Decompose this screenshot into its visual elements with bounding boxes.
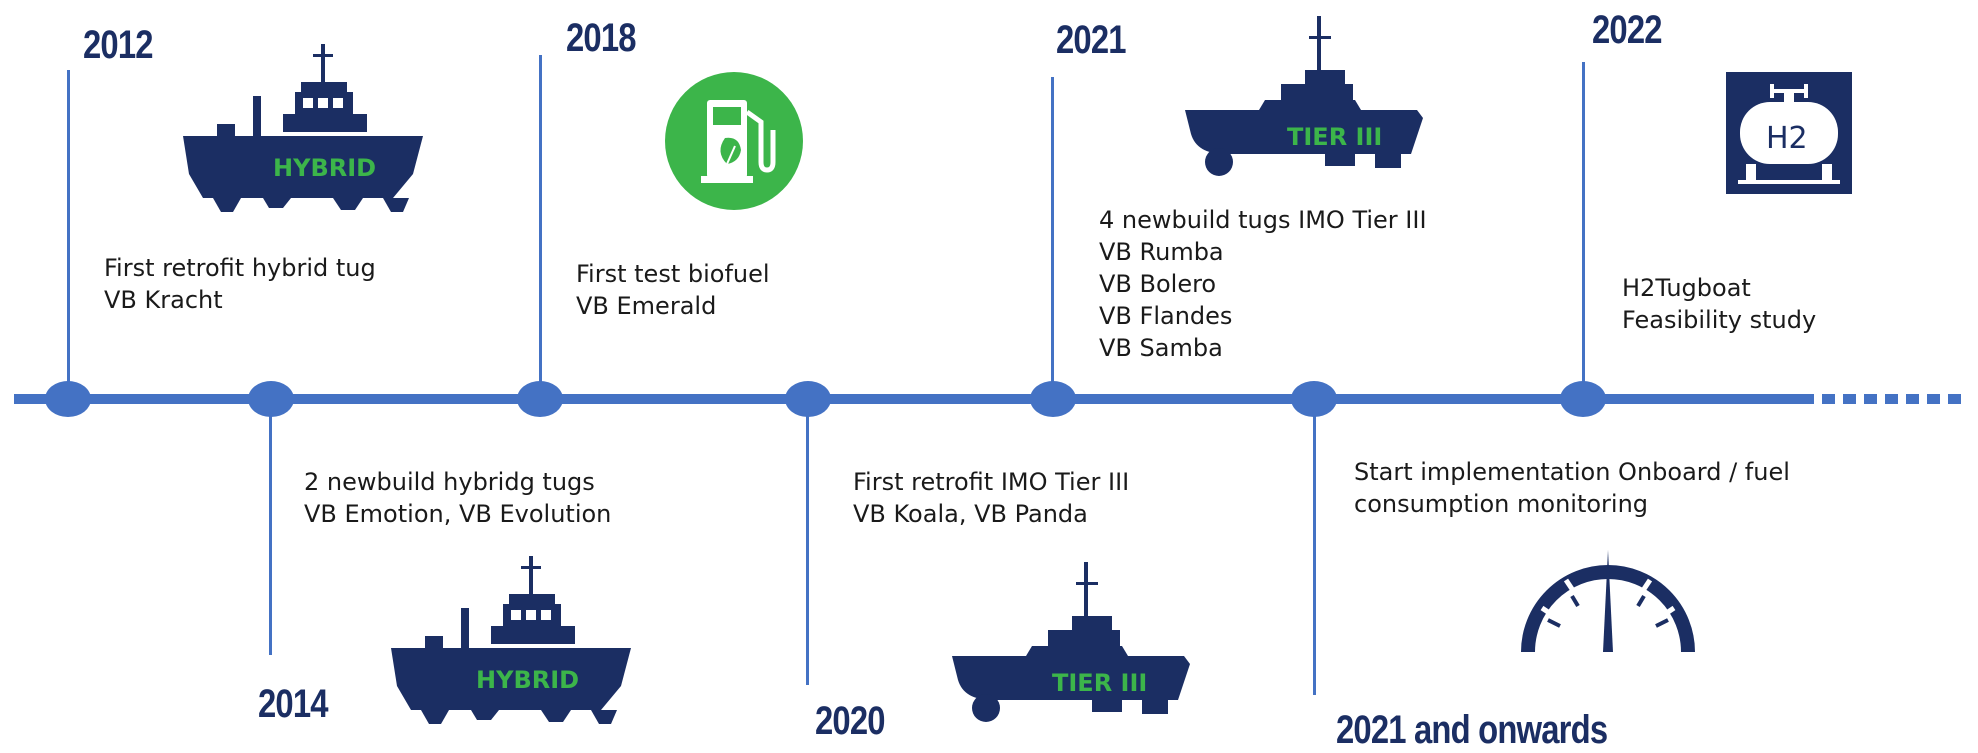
- description-line: VB Bolero: [1099, 270, 1217, 298]
- tug-badge: TIER III: [1287, 123, 1382, 151]
- timeline-node-2020: [785, 381, 831, 417]
- tug-badge: HYBRID: [476, 666, 579, 694]
- description-line: First retrofit hybrid tug: [104, 254, 376, 282]
- timeline-node-2022: [1560, 381, 1606, 417]
- event-description: Start implementation Onboard / fuel cons…: [1354, 456, 1790, 520]
- description-line: consumption monitoring: [1354, 490, 1649, 518]
- description-line: VB Emotion, VB Evolution: [304, 500, 612, 528]
- timeline-dash: [1927, 394, 1940, 404]
- timeline-node-2021: [1030, 381, 1076, 417]
- year-label: 2022: [1592, 8, 1663, 52]
- description-line: VB Emerald: [576, 292, 717, 320]
- event-description: 2 newbuild hybridg tugs VB Emotion, VB E…: [304, 466, 611, 530]
- description-line: 4 newbuild tugs IMO Tier III: [1099, 206, 1427, 234]
- tank-label: H2: [1766, 121, 1808, 156]
- tug-badge: HYBRID: [273, 154, 376, 182]
- year-label: 2020: [815, 699, 886, 743]
- year-label: 2021 and onwards: [1336, 708, 1608, 752]
- connector-2012: [67, 70, 70, 400]
- year-label: 2021: [1056, 18, 1127, 62]
- year-label: 2014: [258, 682, 329, 726]
- connector-2014: [269, 400, 272, 655]
- description-line: VB Kracht: [104, 286, 223, 314]
- biofuel-pump-icon: [665, 72, 803, 210]
- timeline-dash: [1948, 394, 1961, 404]
- timeline-node-2021-onwards: [1291, 381, 1337, 417]
- connector-2021: [1051, 77, 1054, 400]
- description-line: 2 newbuild hybridg tugs: [304, 468, 595, 496]
- timeline-axis: [14, 394, 1814, 404]
- description-line: VB Samba: [1099, 334, 1223, 362]
- description-line: VB Flandes: [1099, 302, 1233, 330]
- connector-2021-onwards: [1313, 400, 1316, 695]
- gauge-icon: [1521, 550, 1695, 653]
- description-line: First test biofuel: [576, 260, 770, 288]
- timeline-dash: [1864, 394, 1877, 404]
- timeline-node-2018: [517, 381, 563, 417]
- connector-2020: [806, 400, 809, 685]
- year-label: 2018: [566, 16, 637, 60]
- timeline-node-2012: [45, 381, 91, 417]
- hybrid-tug-icon: HYBRID: [183, 44, 423, 212]
- connector-2018: [539, 55, 542, 400]
- tier3-tug-icon: TIER III: [1185, 16, 1423, 176]
- event-description: First retrofit IMO Tier III VB Koala, VB…: [853, 466, 1129, 530]
- description-line: First retrofit IMO Tier III: [853, 468, 1130, 496]
- tier3-tug-icon: TIER III: [952, 562, 1190, 722]
- event-description: 4 newbuild tugs IMO Tier III VB Rumba VB…: [1099, 204, 1427, 364]
- event-description: First test biofuel VB Emerald: [576, 258, 770, 322]
- hybrid-tug-icon: HYBRID: [391, 556, 631, 724]
- description-line: VB Koala, VB Panda: [853, 500, 1088, 528]
- timeline-node-2014: [248, 381, 294, 417]
- timeline-dash: [1906, 394, 1919, 404]
- year-label: 2012: [83, 23, 154, 67]
- timeline-dash: [1822, 394, 1835, 404]
- tug-badge: TIER III: [1052, 669, 1147, 697]
- timeline-dash: [1885, 394, 1898, 404]
- description-line: Start implementation Onboard / fuel: [1354, 458, 1790, 486]
- timeline-dash: [1843, 394, 1856, 404]
- description-line: VB Rumba: [1099, 238, 1224, 266]
- description-line: Feasibility study: [1622, 306, 1817, 334]
- hydrogen-tank-icon: H2: [1726, 72, 1852, 194]
- description-line: H2Tugboat: [1622, 274, 1751, 302]
- connector-2022: [1582, 62, 1585, 400]
- event-description: H2Tugboat Feasibility study: [1622, 272, 1816, 336]
- event-description: First retrofit hybrid tug VB Kracht: [104, 252, 376, 316]
